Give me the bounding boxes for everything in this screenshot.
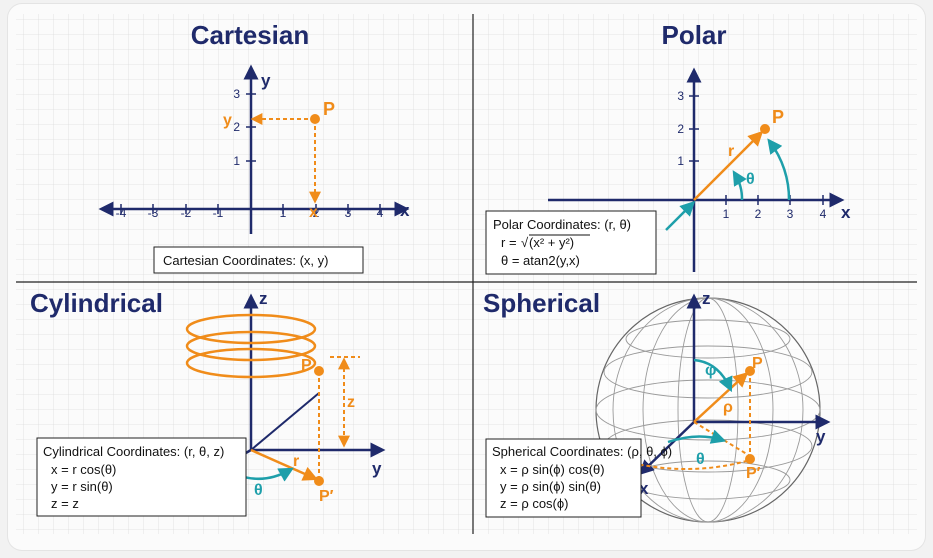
spherical-rho-label: ρ (723, 399, 733, 416)
polar-radius-label: r (728, 143, 734, 160)
cartesian-y-axis-label: y (261, 71, 271, 90)
cylindrical-formula-line: y = r sin(θ) (51, 479, 113, 494)
cartesian-point (310, 114, 320, 124)
cartesian-formula-text: Cartesian Coordinates: (x, y) (163, 253, 328, 268)
diagram-card: Cartesian -4 -3 -2 -1 1 2 3 4 1 2 3 x y … (8, 4, 925, 550)
cylindrical-rho-line (250, 392, 320, 451)
polar-y-tick: 1 (677, 154, 684, 168)
spherical-rho-vector (693, 371, 749, 423)
polar-pointer (665, 200, 696, 231)
cylindrical-panel: Cylindrical z y x z P P′ r θ Cylindrical… (30, 288, 386, 517)
polar-formula-theta: θ = atan2(y,x) (501, 253, 580, 268)
polar-sqrt-icon: √ (521, 235, 529, 250)
cartesian-x-tick: 4 (377, 206, 384, 220)
cartesian-x-tick: 3 (345, 206, 352, 220)
coordinate-systems-diagram: Cartesian -4 -3 -2 -1 1 2 3 4 1 2 3 x y … (16, 14, 917, 534)
polar-angle-arc-large (767, 138, 791, 201)
spherical-z-label: z (702, 289, 711, 308)
cylindrical-title: Cylindrical (30, 288, 163, 318)
cylindrical-point (314, 366, 324, 376)
cartesian-point-label: P (323, 99, 335, 119)
cylindrical-formula-box (36, 437, 247, 517)
polar-y-tick: 3 (677, 89, 684, 103)
cylindrical-projection-point (314, 476, 324, 486)
cylindrical-z-label: z (259, 289, 268, 308)
spherical-title: Spherical (483, 288, 600, 318)
cartesian-y-tick: 1 (233, 154, 240, 168)
cartesian-title: Cartesian (191, 20, 310, 50)
spherical-phi-arc (693, 358, 733, 393)
spherical-formula-line: y = ρ sin(ϕ) sin(θ) (500, 479, 601, 494)
spherical-formula-line: x = ρ sin(ϕ) cos(θ) (500, 462, 605, 477)
polar-angle-arc-small (732, 170, 747, 201)
cylindrical-angle-label: θ (254, 482, 263, 499)
cylindrical-y-label: y (372, 459, 382, 478)
cartesian-x-tick: -1 (213, 206, 224, 220)
cartesian-x-tick: 1 (280, 206, 287, 220)
spherical-theta-arc (667, 429, 727, 444)
polar-point-label: P (772, 107, 784, 127)
polar-formula-box (485, 210, 657, 275)
cylindrical-radius-vector (250, 448, 319, 481)
polar-ticks (689, 95, 824, 205)
polar-formula-title: Polar Coordinates: (r, θ) (493, 217, 631, 232)
polar-angle-label: θ (746, 171, 755, 188)
cartesian-panel: Cartesian -4 -3 -2 -1 1 2 3 4 1 2 3 x y … (98, 20, 410, 274)
cartesian-ticks (120, 93, 381, 214)
cylindrical-formula-line: x = r cos(θ) (51, 462, 116, 477)
cylindrical-helix (185, 313, 317, 379)
spherical-x-axis (638, 421, 695, 476)
polar-x-tick: 3 (787, 207, 794, 221)
cartesian-x-tick: -3 (148, 206, 159, 220)
spherical-formula-box (485, 438, 642, 518)
cartesian-y-marker: y (223, 112, 232, 129)
polar-panel: Polar 1 2 3 4 1 2 3 x P r θ Polar Coordi… (485, 20, 851, 275)
polar-x-tick: 2 (755, 207, 762, 221)
cylindrical-point-label: P (301, 357, 312, 374)
spherical-y-label: y (816, 427, 826, 446)
cylindrical-formula-line: z = z (51, 496, 79, 511)
spherical-projection-line (693, 421, 751, 457)
cartesian-x-axis-label: x (400, 201, 410, 220)
polar-x-tick: 4 (820, 207, 827, 221)
cylindrical-formula-title: Cylindrical Coordinates: (r, θ, z) (43, 444, 224, 459)
cylindrical-radius-label: r (293, 453, 299, 470)
polar-formula-r-prefix: r = (501, 235, 517, 250)
cartesian-formula-box (153, 246, 364, 274)
cartesian-x-tick: -2 (181, 206, 192, 220)
spherical-formula-line: z = ρ cos(ϕ) (500, 496, 569, 511)
polar-x-axis-label: x (841, 203, 851, 222)
spherical-projection-point (745, 454, 755, 464)
cartesian-y-tick: 3 (233, 87, 240, 101)
polar-radius-vector (693, 130, 764, 201)
cylindrical-height-label: z (347, 394, 355, 411)
cartesian-x-tick: 2 (313, 206, 320, 220)
spherical-theta-label: θ (696, 451, 705, 468)
polar-formula-r-expr: (x² + y²) (529, 235, 574, 250)
polar-y-tick: 2 (677, 122, 684, 136)
cartesian-x-marker: x (309, 204, 318, 221)
polar-point (760, 124, 770, 134)
cartesian-y-tick: 2 (233, 120, 240, 134)
spherical-formula-title: Spherical Coordinates: (ρ, θ, ϕ) (492, 444, 672, 459)
spherical-point-label: P (752, 355, 763, 372)
cylindrical-projection-label: P′ (319, 488, 334, 505)
spherical-projection-label: P′ (746, 465, 761, 482)
spherical-x-label: x (639, 479, 649, 498)
cartesian-x-tick: -4 (116, 206, 127, 220)
spherical-phi-label: φ (705, 362, 716, 379)
polar-title: Polar (661, 20, 726, 50)
polar-x-tick: 1 (723, 207, 730, 221)
spherical-panel: Spherical z y x P ρ P′ φ θ Sphe (483, 288, 831, 523)
